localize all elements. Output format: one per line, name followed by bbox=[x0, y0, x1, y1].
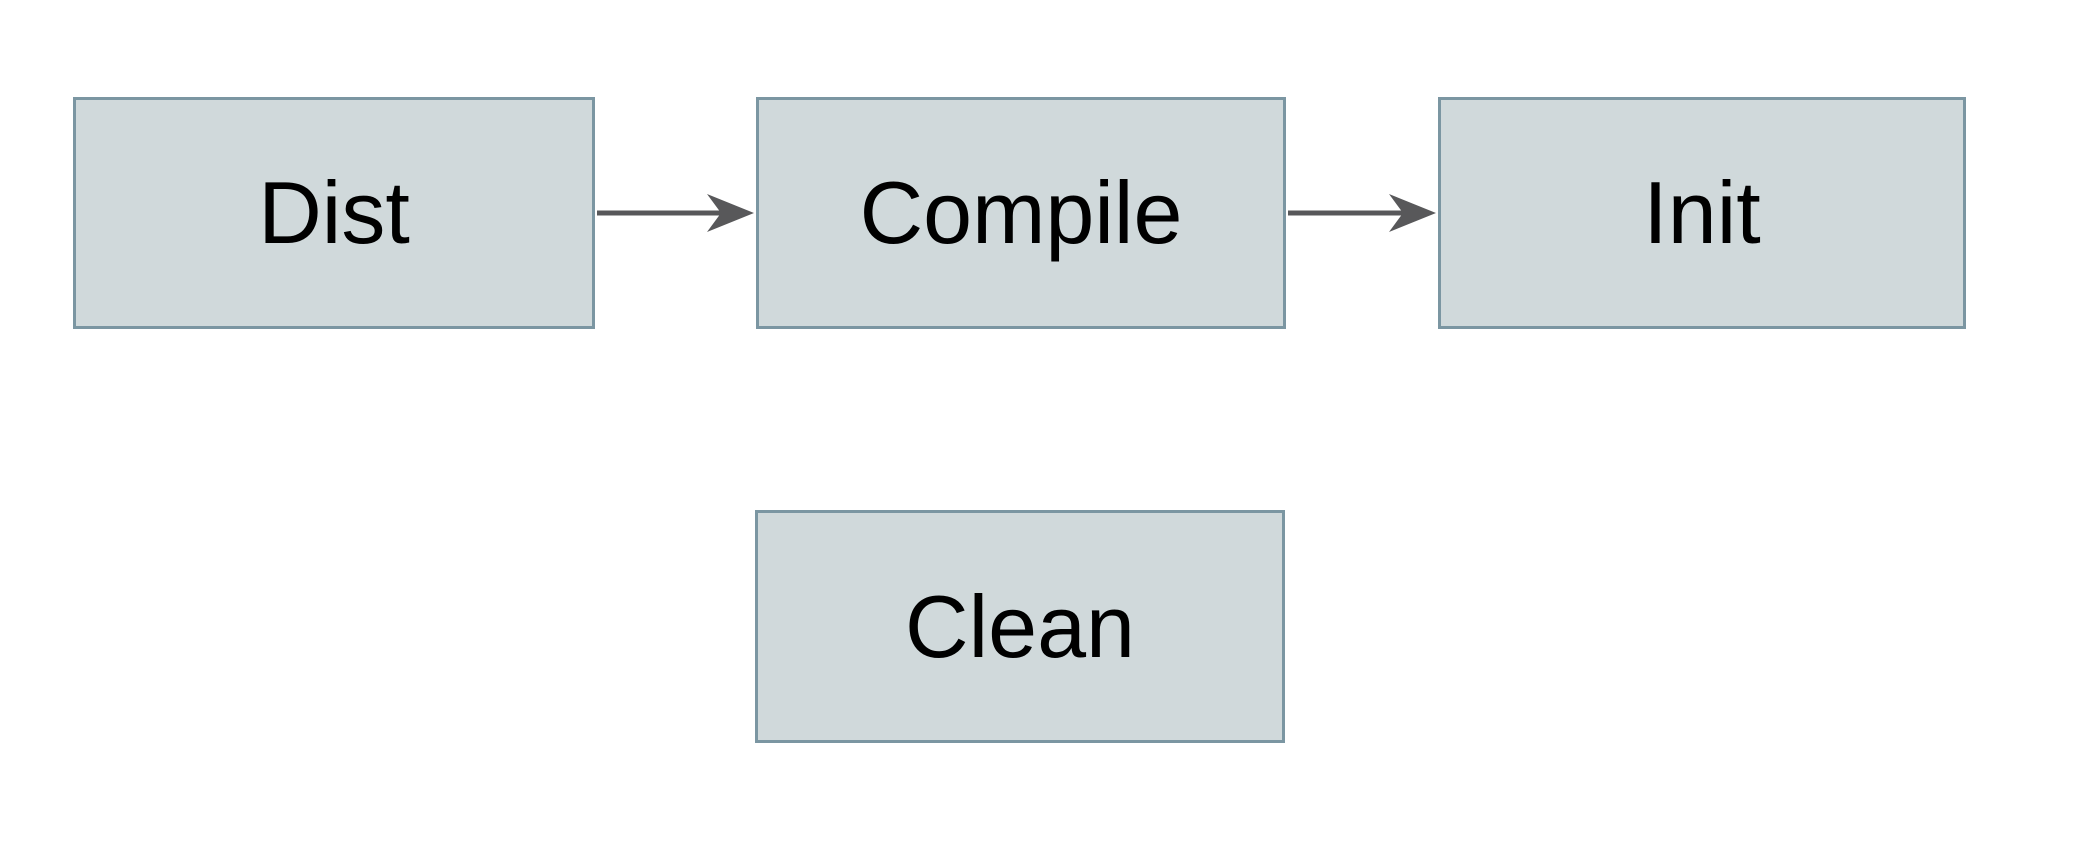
node-dist[interactable]: Dist bbox=[73, 97, 595, 329]
node-dist-label: Dist bbox=[258, 163, 410, 262]
node-init-label: Init bbox=[1643, 163, 1761, 262]
node-compile[interactable]: Compile bbox=[756, 97, 1286, 329]
node-init[interactable]: Init bbox=[1438, 97, 1966, 329]
edge-compile-to-init-arrow bbox=[1288, 194, 1436, 232]
node-compile-label: Compile bbox=[859, 163, 1183, 262]
node-clean-label: Clean bbox=[905, 576, 1135, 676]
node-clean[interactable]: Clean bbox=[755, 510, 1285, 743]
edge-dist-to-compile-arrow bbox=[597, 194, 754, 232]
